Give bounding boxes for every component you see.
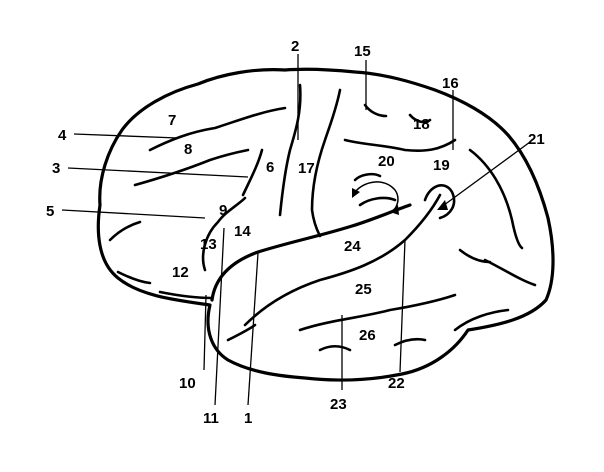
leader-4 [73, 133, 179, 139]
label-21: 21 [528, 131, 545, 148]
leader-21 [439, 141, 531, 209]
inferior-temporal-sulcus [298, 293, 457, 332]
label-16: 16 [442, 75, 459, 92]
label-10: 10 [179, 375, 196, 392]
lateral-fissure [210, 203, 412, 302]
temporal-sulcus-c [226, 323, 257, 342]
parietal-sulcus-a [363, 103, 388, 118]
inferior-frontal-sulcus [133, 148, 250, 187]
leader-3 [67, 167, 249, 178]
label-17: 17 [298, 160, 315, 177]
curved-arrow-head [390, 205, 399, 215]
label-19: 19 [433, 157, 450, 174]
label-12: 12 [172, 264, 189, 281]
central-sulcus [278, 83, 302, 217]
curved-arrow [354, 181, 399, 211]
label-18: 18 [413, 116, 430, 133]
label-9: 9 [219, 202, 227, 219]
curved-arrow-tail [352, 188, 360, 198]
angular-gyrus-curve [423, 184, 456, 220]
brain-outline [96, 67, 555, 382]
leader-22 [399, 239, 406, 373]
parietal-sulcus-c [353, 172, 382, 182]
label-1: 1 [244, 410, 252, 427]
intraparietal-sulcus [343, 138, 457, 152]
arrow-21-head [437, 200, 448, 210]
label-23: 23 [330, 396, 347, 413]
occipital-sulcus-1 [468, 148, 524, 250]
label-14: 14 [234, 223, 251, 240]
temporal-sulcus-b [393, 337, 427, 347]
label-3: 3 [52, 160, 60, 177]
label-13: 13 [200, 236, 217, 253]
label-5: 5 [46, 203, 54, 220]
orbital-sulcus [158, 290, 214, 300]
occipital-sulcus-3 [458, 248, 492, 264]
leader-11 [214, 227, 225, 406]
preoccipital-notch [453, 308, 510, 332]
leader-1 [247, 252, 259, 406]
label-4: 4 [58, 127, 67, 144]
frontal-sulcus-b [116, 270, 152, 285]
label-15: 15 [354, 43, 371, 60]
leader-10 [203, 294, 207, 371]
label-24: 24 [344, 238, 361, 255]
precentral-sulcus [241, 148, 264, 197]
occipital-sulcus-2 [483, 258, 537, 287]
label-22: 22 [388, 375, 405, 392]
label-25: 25 [355, 281, 372, 298]
label-8: 8 [184, 141, 192, 158]
label-7: 7 [168, 112, 176, 129]
label-2: 2 [291, 38, 299, 55]
parietal-sulcus-d [358, 196, 397, 207]
label-20: 20 [378, 153, 395, 170]
leader-5 [61, 209, 206, 219]
frontal-sulcus-a [108, 220, 142, 242]
postcentral-sulcus [310, 88, 342, 238]
superior-frontal-sulcus [148, 106, 287, 152]
temporal-sulcus-a [318, 344, 352, 352]
label-11: 11 [203, 410, 219, 427]
label-26: 26 [359, 327, 376, 344]
inferior-frontal-boundary [201, 196, 247, 272]
parietal-sulcus-b [408, 113, 432, 124]
label-6: 6 [266, 159, 274, 176]
superior-temporal-sulcus [243, 193, 442, 327]
